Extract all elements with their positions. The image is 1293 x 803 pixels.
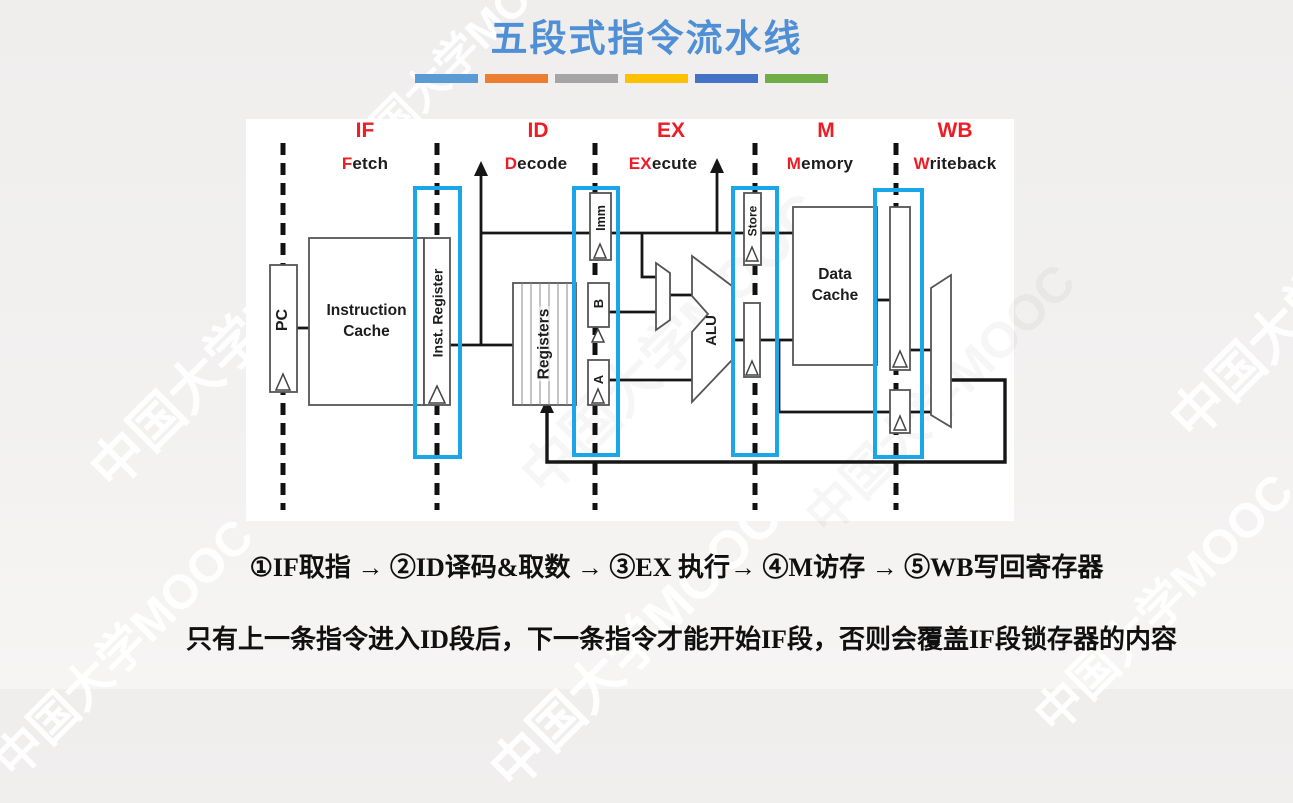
store-register-box — [743, 192, 762, 266]
note-constraint: 只有上一条指令进入ID段后，下一条指令才能开始IF段，否则会覆盖IF段锁存器的内… — [186, 625, 1177, 654]
page-title: 五段式指令流水线 — [490, 19, 803, 60]
imm-register-label: Imm — [590, 191, 611, 245]
instruction-cache-label-text: Instruction Cache — [326, 301, 407, 340]
accent-bar — [415, 74, 478, 83]
accent-bar — [625, 74, 688, 83]
stage-word-ex-initial: EX — [628, 154, 652, 173]
instruction-cache-label: Instruction Cache — [309, 238, 424, 405]
stage-word-wb-initial: W — [913, 154, 930, 173]
wire-imm-to-mux — [640, 233, 656, 279]
accent-bar — [695, 74, 758, 83]
stage-highlight-boxes — [413, 186, 924, 459]
highlight-if-id — [413, 186, 462, 459]
wb-small-register-box — [889, 389, 911, 434]
pc-register-label: PC — [270, 265, 297, 375]
alu-label-text: ALU — [702, 314, 720, 346]
stage-word-if: Fetch — [310, 154, 420, 174]
store-register-label: Store — [744, 193, 761, 249]
stage-word-id: Decode — [481, 154, 591, 174]
stage-word-id-rest: ecode — [517, 154, 568, 173]
wb-mux — [930, 273, 952, 429]
component-boxes — [269, 192, 952, 434]
ir-clock-triangle — [427, 384, 447, 404]
inst-register-label: Inst. Register — [424, 238, 450, 388]
wbsmall-clock-triangle — [892, 414, 908, 431]
a-register-label: A — [588, 360, 609, 398]
stage-word-m-rest: emory — [801, 154, 854, 173]
pc-register-box — [269, 264, 298, 393]
stage-word-m: Memory — [765, 154, 875, 174]
a-clock-triangle — [590, 387, 606, 404]
stage-word-id-initial: D — [504, 154, 518, 173]
arrow-up-ex — [710, 158, 724, 173]
accent-bar — [485, 74, 548, 83]
arrow-up-id — [474, 161, 488, 176]
alu-result-register-box — [743, 302, 761, 378]
data-cache-box — [792, 206, 878, 366]
stage-abbr-wb: WB — [937, 119, 973, 142]
b-register-box — [587, 282, 610, 328]
b-clock-triangle — [590, 327, 606, 343]
stage-abbr-id: ID — [527, 119, 549, 142]
a-register-box — [587, 359, 610, 406]
highlight-m-wb — [873, 188, 924, 459]
imm-clock-triangle — [592, 242, 608, 259]
stage-abbr-if: IF — [355, 119, 375, 142]
note-step-flow: ①IF取指 → ②ID译码&取数 → ③EX 执行→ ④M访存 → ⑤WB写回寄… — [249, 553, 1104, 582]
wire-writeback-feedback — [545, 378, 1007, 464]
stage-word-wb: Writeback — [900, 154, 1010, 174]
stage-word-if-rest: etch — [352, 154, 389, 173]
clock-triangles — [274, 242, 909, 431]
ex-mux — [655, 261, 671, 332]
accent-bar — [765, 74, 828, 83]
b-register-label-text: B — [590, 298, 606, 308]
pipeline-diagram — [269, 143, 1007, 510]
slide: { "title": "五段式指令流水线", "watermark": "中国大… — [0, 0, 1293, 689]
a-register-label-text: A — [590, 374, 606, 384]
stage-word-wb-rest: riteback — [929, 154, 997, 173]
inst-register-label-text: Inst. Register — [429, 268, 446, 358]
accent-bar — [555, 74, 618, 83]
register-file-columns — [521, 283, 568, 405]
registers-label-text: Registers — [535, 306, 554, 382]
pc-register-label-text: PC — [274, 308, 292, 332]
highlight-id-ex — [572, 186, 620, 457]
pc-clock-triangle — [274, 372, 292, 391]
store-register-label-text: Store — [745, 205, 760, 237]
accent-bars — [415, 74, 828, 83]
stage-word-if-initial: F — [341, 154, 353, 173]
imm-register-label-text: Imm — [593, 205, 608, 231]
inst-register-box — [423, 237, 451, 406]
aluresult-clock-triangle — [744, 359, 760, 376]
store-clock-triangle — [744, 245, 760, 262]
registers-label: Registers — [513, 283, 576, 405]
highlight-ex-m — [731, 186, 779, 457]
data-cache-label: Data Cache — [793, 207, 877, 365]
alu-label: ALU — [690, 260, 732, 400]
stage-abbr-ex: EX — [656, 119, 685, 142]
memwb-clock-triangle — [891, 349, 909, 368]
stage-abbr-m: M — [817, 119, 835, 142]
stage-word-ex: EXecute — [608, 154, 718, 174]
imm-register-box — [589, 192, 612, 261]
b-register-label: B — [588, 283, 609, 323]
mem-wb-register-box — [889, 206, 911, 371]
stage-word-ex-rest: ecute — [651, 154, 698, 173]
data-cache-label-text: Data Cache — [811, 266, 859, 304]
stage-word-m-initial: M — [786, 154, 802, 173]
